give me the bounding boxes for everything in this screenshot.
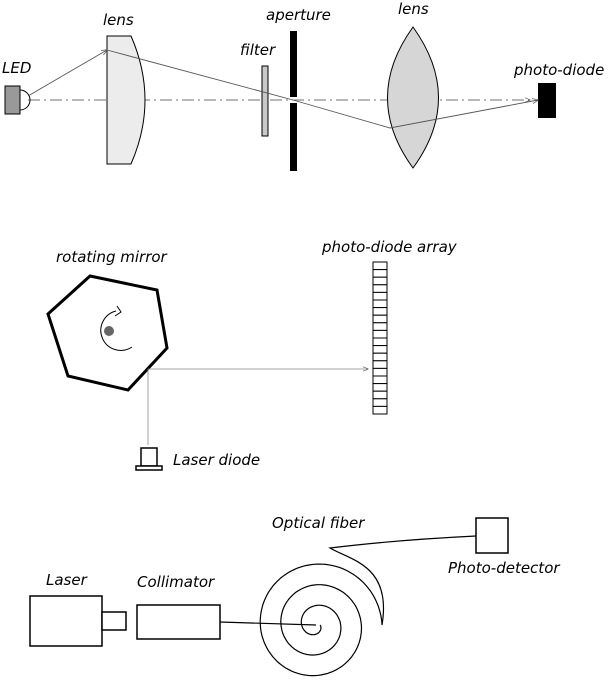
aperture-top (290, 31, 297, 97)
ray-through-system (106, 49, 538, 129)
photodiode-cell (372, 405, 388, 415)
laser-diode-label: Laser diode (173, 451, 260, 469)
laser-diode (135, 447, 163, 471)
photodiode-cell (372, 337, 388, 347)
collimator (136, 604, 221, 640)
photodiode (538, 83, 556, 118)
photodiode-cell (372, 261, 388, 271)
fiber-feed (219, 621, 317, 626)
photodiode-cell (372, 299, 388, 309)
ray-led-to-lens (27, 50, 107, 97)
photodiode-cell (372, 367, 388, 377)
laser-nozzle (101, 611, 127, 631)
photodiode-cell (372, 345, 388, 354)
photodiode-cell (372, 383, 388, 392)
photodiode-cell (372, 291, 388, 301)
photodiode-cell (372, 314, 388, 324)
photodiode-label: photo-diode (513, 61, 604, 79)
photodiode-array-label: photo-diode array (321, 238, 458, 256)
rotation-arrow-icon (100, 310, 133, 351)
photodiode-array (372, 261, 388, 415)
diagram-optical-fiber: Laser Collimator Optical fiber Photo-det… (29, 514, 560, 677)
led-label: LED (2, 59, 31, 77)
aperture-label: aperture (266, 6, 331, 24)
lens1-label: lens (103, 11, 134, 29)
led (4, 85, 31, 115)
rotating-mirror-label: rotating mirror (56, 248, 168, 266)
laser-label: Laser (46, 571, 88, 589)
diagram-rotating-mirror: rotating mirror photo-diode array Laser … (46, 238, 458, 471)
photodiode-cell (372, 390, 388, 400)
photodiode-cell (372, 276, 388, 286)
photodiode-cell (372, 360, 388, 369)
photodiode-cell (372, 329, 388, 339)
photodiode-cell (372, 269, 388, 278)
photodiode-cell (372, 398, 388, 407)
diagram-led-photodiode: LED lens filter aperture lens photo-diod… (2, 0, 604, 171)
filter-label: filter (240, 41, 276, 59)
photo-detector (475, 517, 509, 554)
optical-fiber-spiral (259, 535, 477, 677)
lens2-label: lens (398, 0, 429, 18)
photodiode-cell (372, 284, 388, 293)
aperture-bottom (290, 103, 297, 171)
rotation-arrowhead-icon (114, 305, 122, 317)
photodiode-cell (372, 352, 388, 362)
photodiode-cell (372, 322, 388, 331)
photo-detector-label: Photo-detector (448, 559, 560, 577)
biconvex-lens (387, 26, 439, 169)
mirror-axis (104, 326, 114, 336)
photodiode-cell (372, 375, 388, 385)
collimator-label: Collimator (137, 573, 215, 591)
plano-convex-lens (106, 35, 146, 165)
filter (261, 65, 269, 137)
laser-body (29, 595, 103, 647)
optical-fiber-label: Optical fiber (272, 514, 365, 532)
photodiode-cell (372, 307, 388, 316)
